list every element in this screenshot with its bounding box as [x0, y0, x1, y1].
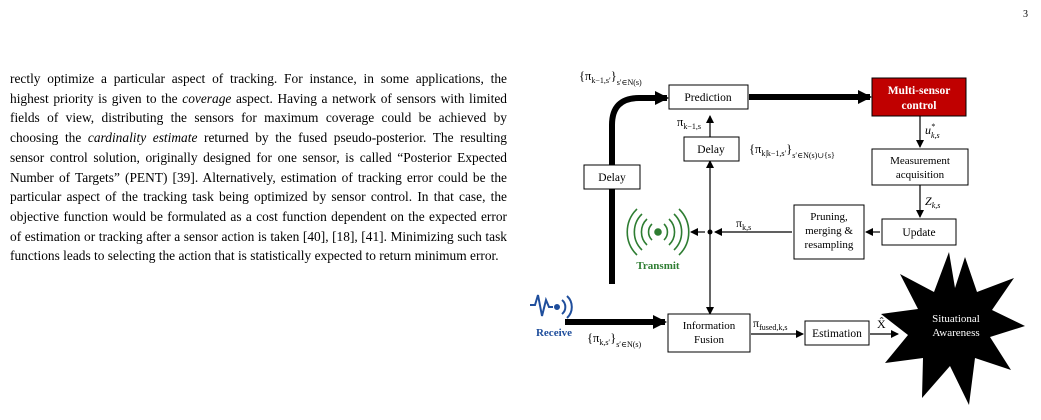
- estimation-label: Estimation: [812, 328, 862, 340]
- left-delay-label: Delay: [598, 172, 626, 184]
- z-measurement-label: Zk,s: [925, 194, 940, 210]
- pi-prev-neighbors-label: {πk−1,s′}s′∈N(s): [579, 69, 642, 87]
- prediction-block: [668, 84, 749, 110]
- receive-label: Receive: [536, 327, 572, 339]
- measurement-label-2: acquisition: [896, 169, 945, 181]
- situational-awareness-burst: [881, 252, 1025, 405]
- inner-delay-label: Delay: [697, 144, 725, 156]
- thick-feedback-path: [609, 91, 669, 284]
- x-hat-label: X̂: [877, 317, 886, 331]
- situational-label-1: Situational: [932, 313, 980, 325]
- transmit-label: Transmit: [636, 260, 680, 272]
- system-block-diagram: Prediction Multi-sensor control Delay De…: [530, 69, 1025, 405]
- page-number: 3: [1023, 9, 1028, 20]
- text-run: returned by the fused pseudo-posterior. …: [10, 130, 507, 264]
- emphasized-term: cardinality estimate: [87, 130, 198, 146]
- junction-node: [707, 229, 713, 235]
- multi-sensor-control-label-1: Multi-sensor: [888, 85, 951, 97]
- prediction-label: Prediction: [684, 92, 732, 104]
- body-paragraph: rectly optimize a particular aspect of t…: [10, 69, 507, 266]
- pi-km1-s-label: πk−1,s: [677, 115, 701, 131]
- emphasized-term: coverage: [182, 90, 232, 106]
- multi-sensor-control-block: [871, 77, 967, 117]
- pi-fused-label: πfused,k,s: [753, 316, 788, 332]
- information-fusion-block: [667, 313, 751, 353]
- fusion-label-1: Information: [683, 320, 736, 332]
- pruning-label-2: merging &: [805, 225, 853, 237]
- text-run: rectly optimize a particular aspect of t…: [10, 71, 507, 106]
- fusion-label-2: Fusion: [694, 334, 724, 346]
- pi-ks-label: πk,s: [736, 216, 751, 232]
- pi-predicted-neighbors-label: {πk|k−1,s′}s′∈N(s)∪{s}: [749, 142, 835, 160]
- pruning-label-1: Pruning,: [810, 211, 848, 223]
- measurement-acquisition-block: [871, 148, 969, 186]
- update-block: [881, 218, 957, 246]
- measurement-label-1: Measurement: [890, 155, 950, 167]
- situational-label-2: Awareness: [932, 327, 979, 339]
- update-label: Update: [902, 227, 935, 239]
- pruning-merging-block: [793, 204, 865, 260]
- signal-antenna-icon: [530, 294, 573, 319]
- multi-sensor-control-label-2: control: [902, 100, 937, 112]
- left-delay-block: [583, 164, 641, 190]
- pi-received-neighbors-label: {πk,s′}s′∈N(s): [587, 331, 642, 349]
- inner-delay-block: [683, 136, 740, 162]
- pruning-label-3: resampling: [805, 239, 854, 251]
- broadcast-waves-icon: [626, 208, 690, 256]
- u-control-label: u*k,s: [925, 122, 940, 140]
- estimation-block: [804, 320, 870, 346]
- text-run: aspect. Having a network of sensors with…: [10, 90, 507, 146]
